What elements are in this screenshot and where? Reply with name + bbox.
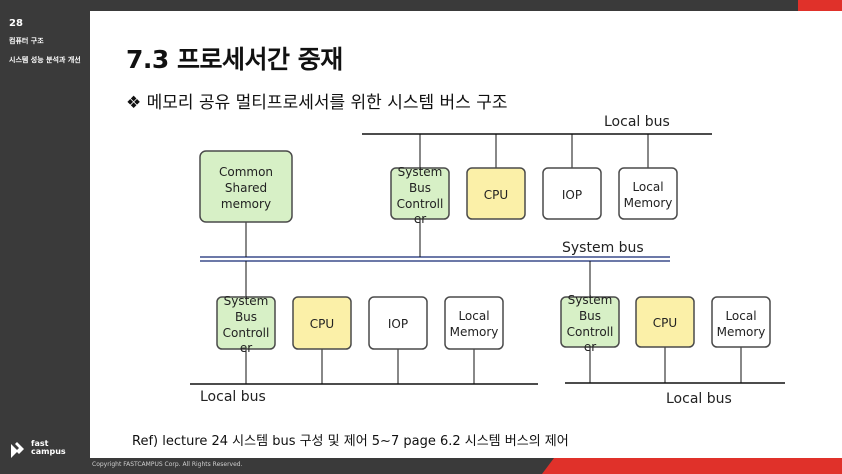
diagram-box-label: Bus: [235, 310, 257, 324]
bottom-right-local-bus-label: Local bus: [666, 391, 732, 407]
sidebar: 28 컴퓨터 구조 시스템 성능 분석과 개선 fast campus: [0, 0, 90, 474]
diagram-box-label: Bus: [579, 309, 601, 323]
diagram-box-label: CPU: [310, 317, 334, 331]
common-shared-memory-box: Common Shared memory: [199, 150, 293, 223]
left-cpu-box: CPU: [292, 296, 352, 350]
diagram-box-label: er: [414, 212, 426, 226]
logo-icon: [11, 442, 24, 458]
diagram-box-label: Memory: [450, 325, 499, 339]
fastcampus-logo: fast campus: [9, 440, 79, 460]
diagram-box-label: Common: [219, 165, 273, 179]
left-local-memory-box: Local Memory: [444, 296, 504, 350]
right-system-bus-controller-box: System Bus Controll er: [560, 293, 620, 354]
right-cpu-box: CPU: [635, 296, 695, 348]
diagram-box-label: Local: [632, 180, 663, 194]
diagram-box-label: IOP: [388, 317, 408, 331]
reference-note: Ref) lecture 24 시스템 bus 구성 및 제어 5~7 page…: [132, 434, 569, 449]
top-accent-bar: [798, 0, 842, 11]
diagram-box-label: Controll: [397, 197, 444, 211]
diagram-box-label: Controll: [223, 326, 270, 340]
diagram-box-label: CPU: [653, 316, 677, 330]
diagram-box-label: Bus: [409, 181, 431, 195]
top-local-bus-label: Local bus: [604, 114, 670, 130]
diagram-box-label: System: [224, 294, 269, 308]
left-iop-box: IOP: [368, 296, 428, 350]
logo-text: fast campus: [31, 439, 66, 456]
top-bar: [0, 0, 842, 11]
page-number: 28: [9, 18, 23, 29]
right-local-memory-box: Local Memory: [711, 296, 771, 348]
copyright-text: Copyright FASTCAMPUS Corp. All Rights Re…: [92, 461, 243, 468]
diagram-box-label: CPU: [484, 188, 508, 202]
top-iop-box: IOP: [542, 167, 602, 220]
diagram-box-label: er: [584, 340, 596, 354]
diagram-box-label: Memory: [717, 325, 766, 339]
bottom-left-local-bus-label: Local bus: [200, 389, 266, 405]
top-local-memory-box: Local Memory: [618, 167, 678, 220]
diagram-box-label: Shared: [225, 181, 267, 195]
top-system-bus-controller-box: System Bus Controll er: [390, 165, 450, 226]
slide-subtitle: ❖ 메모리 공유 멀티프로세서를 위한 시스템 버스 구조: [126, 93, 508, 113]
system-bus-label: System bus: [562, 240, 644, 256]
chapter-name: 컴퓨터 구조: [9, 37, 44, 45]
diagram-box-label: Local: [458, 309, 489, 323]
left-system-bus-controller-box: System Bus Controll er: [216, 294, 276, 355]
section-name: 시스템 성능 분석과 개선: [9, 56, 81, 64]
slide-title: 7.3 프로세서간 중재: [126, 45, 343, 74]
top-cpu-box: CPU: [466, 167, 526, 220]
diagram-box-label: er: [240, 341, 252, 355]
diagram-box-label: IOP: [562, 188, 582, 202]
diagram-box-label: Memory: [624, 196, 673, 210]
diagram-box-label: memory: [221, 197, 271, 211]
diagram-box-label: System: [398, 165, 443, 179]
diagram-box-label: System: [568, 293, 613, 307]
diagram-box-label: Controll: [567, 325, 614, 339]
bottom-accent-bar: [542, 458, 842, 474]
diagram-box-label: Local: [725, 309, 756, 323]
